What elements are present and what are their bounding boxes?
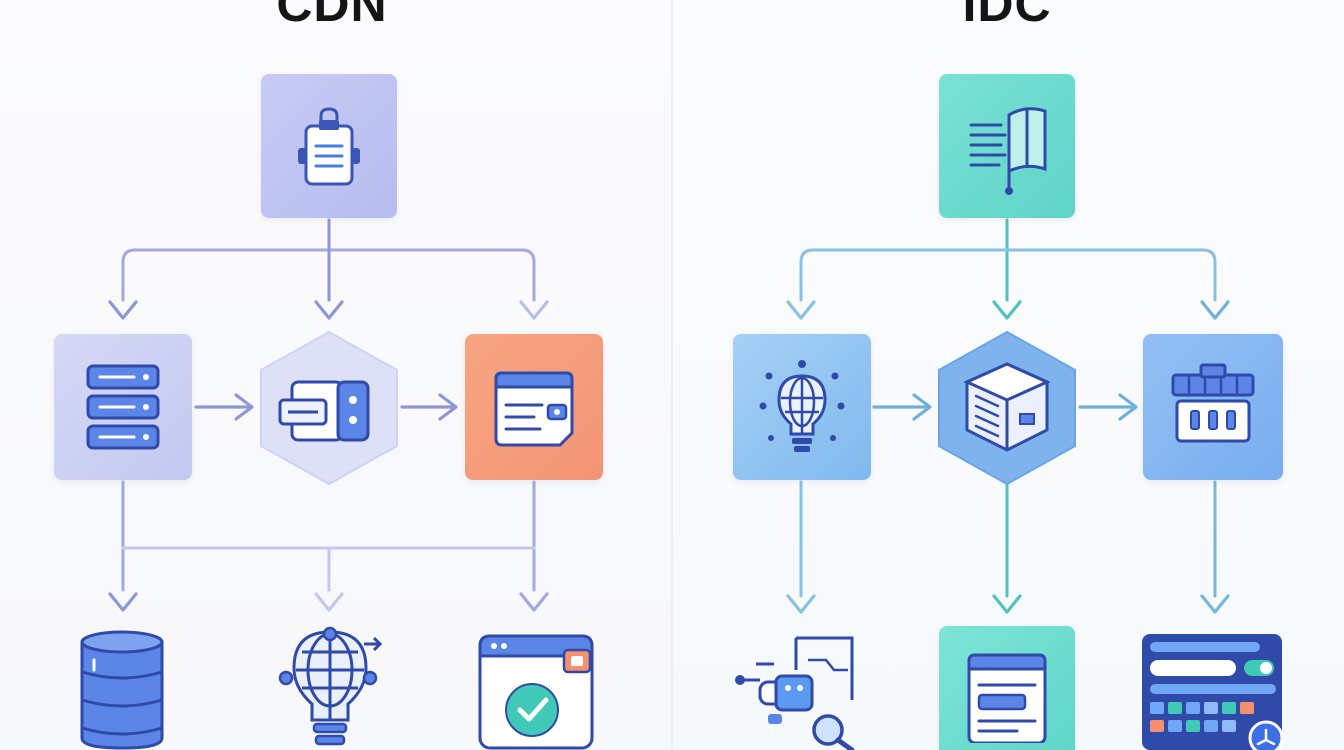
cdn-bottom-node-2[interactable] xyxy=(272,622,388,750)
cdn-bottom-node-1[interactable] xyxy=(72,626,172,750)
browser-check-icon xyxy=(478,634,594,750)
cdn-title: CDN xyxy=(276,0,388,32)
idc-mid-node-3[interactable] xyxy=(1143,334,1283,480)
idc-bottom-arrowheads xyxy=(786,594,1230,614)
lightbulb-globe-icon xyxy=(759,360,845,452)
idc-mid-node-1[interactable] xyxy=(733,334,871,480)
cdn-bottom-connectors xyxy=(121,480,536,592)
connected-search-icon xyxy=(735,636,855,750)
idc-top-arrowheads xyxy=(786,300,1230,320)
globe-lightbulb-icon xyxy=(278,626,383,746)
browser-window-icon xyxy=(494,371,574,447)
dashboard-icon xyxy=(1142,634,1284,750)
idc-bottom-node-2[interactable] xyxy=(939,626,1075,750)
cdn-mid-arrows xyxy=(194,393,458,421)
cdn-mid-node-3[interactable] xyxy=(465,334,603,480)
idc-mid-arrows xyxy=(872,393,1138,421)
cdn-bottom-node-3[interactable] xyxy=(474,628,598,750)
database-icon xyxy=(80,630,164,750)
idc-bottom-connectors xyxy=(799,480,1217,598)
server-rack-icon xyxy=(1171,363,1255,443)
idc-bottom-node-1[interactable] xyxy=(730,630,860,750)
clipboard-lock-icon xyxy=(298,107,360,186)
cdn-mid-node-1[interactable] xyxy=(54,334,192,480)
panel-divider xyxy=(671,0,673,750)
document-flag-icon xyxy=(969,107,1047,195)
idc-bottom-node-3[interactable] xyxy=(1140,630,1288,750)
cdn-mid-node-2[interactable] xyxy=(258,330,400,486)
server-stack-icon xyxy=(86,364,160,450)
server-cube-icon xyxy=(938,330,1076,486)
cdn-top-node[interactable] xyxy=(261,74,397,218)
idc-top-connectors xyxy=(799,218,1217,302)
cdn-bottom-arrowheads xyxy=(108,592,549,612)
cdn-top-connectors xyxy=(121,218,536,302)
linked-documents-icon xyxy=(260,330,398,486)
idc-mid-node-2[interactable] xyxy=(936,330,1078,486)
idc-top-node[interactable] xyxy=(939,74,1075,218)
idc-title: IDC xyxy=(962,0,1052,32)
browser-panel-icon xyxy=(967,653,1047,743)
cdn-top-arrowheads xyxy=(108,300,549,320)
